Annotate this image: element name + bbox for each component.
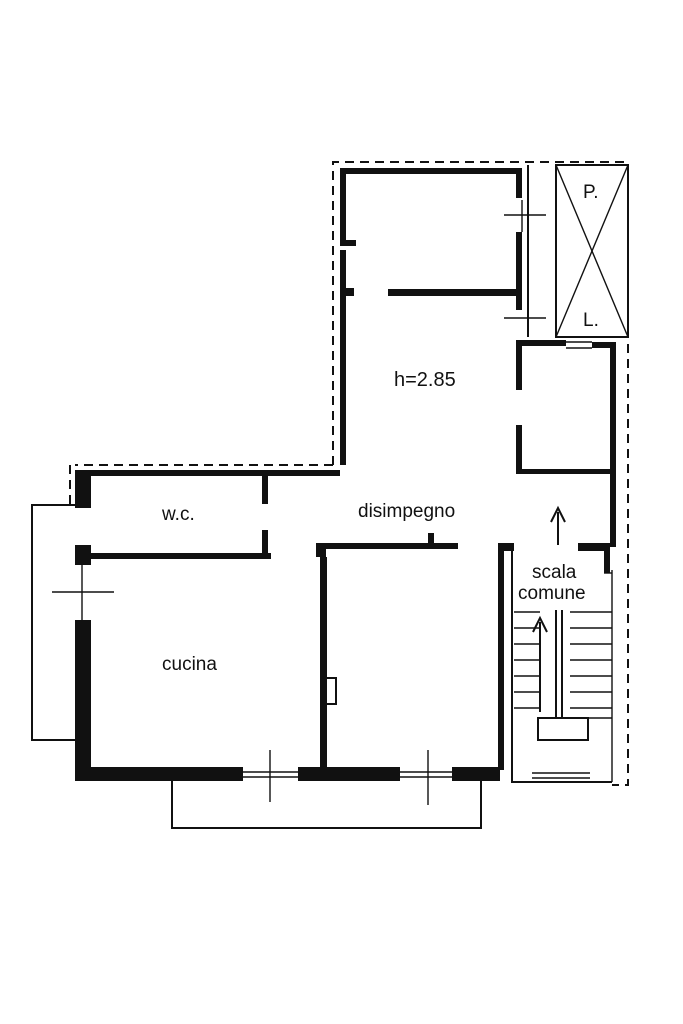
room-label-wc: w.c. (161, 504, 195, 525)
property-boundary (69, 161, 629, 786)
shaft-label-bottom: L. (583, 310, 599, 331)
stair-up-arrow (550, 505, 566, 545)
thin-lines (31, 164, 629, 829)
stair-steps-right (570, 611, 612, 709)
room-label-scala-line2: comune (518, 583, 586, 604)
stair-flight-arrow (532, 615, 548, 712)
room-label-scala-line1: scala (532, 562, 577, 583)
room-label-cucina: cucina (162, 654, 217, 675)
ceiling-height-label: h=2.85 (394, 369, 456, 391)
walls (75, 168, 616, 781)
room-label-disimpegno: disimpegno (358, 501, 455, 522)
shaft-label-top: P. (583, 182, 599, 203)
